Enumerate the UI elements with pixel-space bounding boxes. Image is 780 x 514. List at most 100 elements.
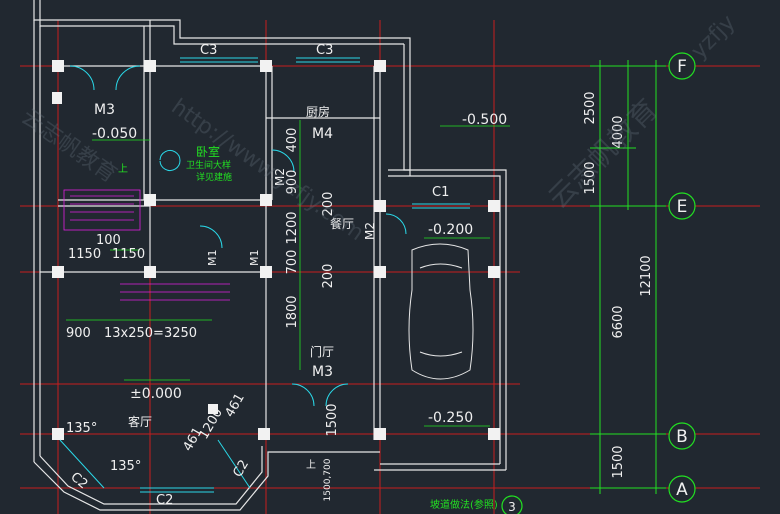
dim-1150-b: 1150 (112, 247, 145, 262)
axis-label-A: A (676, 480, 688, 500)
column (374, 428, 386, 440)
stair-up-1: 上 (118, 163, 128, 175)
dim-100: 100 (96, 233, 121, 248)
dim-1500-inner: 1500 (325, 403, 340, 436)
axis-label-3: 3 (508, 500, 516, 514)
room-kitchen: 厨房 (306, 104, 330, 119)
wall-right-upper (403, 44, 410, 171)
axis-bubble-3 (501, 495, 523, 514)
column (374, 266, 386, 278)
car-windshield (419, 263, 463, 269)
watermark-short: yzfjy (687, 10, 741, 64)
label-c2-bottom: C2 (156, 493, 173, 508)
axis-label-B: B (676, 427, 688, 447)
column (488, 200, 500, 212)
door-labels: M3 M4 M2 M2 M1 M1 M3 (94, 102, 377, 380)
car-body (408, 243, 474, 380)
window-c2-right (217, 439, 251, 489)
level-1: -0.050 (92, 126, 137, 142)
dim-texts-right: 2500 4000 1500 12100 6600 1500 (583, 91, 654, 478)
walls (33, 0, 507, 511)
label-m1-b: M1 (248, 250, 261, 267)
dim-1800: 1800 (285, 295, 300, 328)
label-m4: M4 (312, 126, 333, 142)
label-c3-right: C3 (316, 43, 333, 58)
angle-135-b: 135° (110, 459, 141, 474)
room-dining: 餐厅 (330, 216, 354, 231)
level-3: -0.200 (428, 222, 473, 238)
wall-garage-top (388, 175, 501, 200)
dim-1150-a: 1150 (68, 247, 101, 262)
label-c2-right: C2 (230, 457, 252, 480)
column (374, 200, 386, 212)
column (144, 194, 156, 206)
dim-6600: 6600 (611, 305, 626, 338)
wall-top-outer (33, 0, 411, 60)
dim-12100: 12100 (639, 255, 654, 296)
label-c2-left: C2 (67, 470, 90, 493)
column (258, 428, 270, 440)
column (144, 266, 156, 278)
door-arc-m1 (199, 225, 223, 249)
dim-1200-b: 1200 (196, 406, 226, 442)
axis-bubble-F (668, 52, 696, 80)
dim-200-a: 200 (321, 192, 336, 217)
wall-bottom-outer (33, 451, 380, 511)
door-arc-m2 (271, 149, 295, 173)
car-rear (419, 351, 463, 357)
room-bedroom-note2: 详见建施 (196, 171, 232, 183)
column (52, 266, 64, 278)
watermark-brand: 云志帆教育 (542, 93, 664, 215)
column (260, 194, 272, 206)
wall-top-inner (39, 0, 404, 45)
dim-1500-a: 1500 (583, 161, 598, 194)
axis-bubble-E (668, 192, 696, 220)
dim-900: 900 (285, 170, 300, 195)
dim-900-b: 900 (66, 326, 91, 341)
column (52, 60, 64, 72)
columns (52, 60, 500, 440)
column (52, 92, 62, 104)
level-5: -0.250 (428, 410, 473, 426)
stair-up-2: 上 (306, 459, 316, 471)
column (52, 428, 64, 440)
dim-700: 700 (285, 250, 300, 275)
room-bedroom: 卧室 (196, 144, 220, 159)
ramp-note: 坡道做法(参照) (430, 498, 498, 511)
column (374, 60, 386, 72)
axis-labels: F E B A 3 (508, 57, 688, 514)
dim-461-b: 461 (222, 391, 247, 420)
label-m3-top: M3 (94, 102, 115, 118)
doors (69, 65, 407, 407)
angle-135-a: 135° (66, 421, 97, 436)
stairs (63, 189, 230, 301)
label-c1: C1 (432, 185, 449, 200)
level-marks: -0.050 -0.500 -0.200 ±0.000 -0.250 (92, 112, 507, 426)
windows (59, 57, 470, 493)
door-arc-m3-top-right (115, 65, 141, 91)
room-bedroom-note: 卫生间大样 (186, 159, 231, 171)
dim-lines-right (590, 60, 666, 494)
level-4: ±0.000 (130, 386, 182, 402)
label-m3-bottom: M3 (312, 364, 333, 380)
column (488, 428, 500, 440)
dim-stairs: 13x250=3250 (104, 326, 197, 341)
door-arc-m3-top-left (69, 65, 95, 91)
room-labels: 厨房 餐厅 门厅 客厅 卧室 卫生间大样 详见建施 (128, 104, 354, 429)
label-c3-left: C3 (200, 43, 217, 58)
wall-garage-outer (388, 169, 507, 470)
dim-lines-inner (66, 120, 510, 427)
stair-block-upper (63, 189, 141, 231)
axis-bubbles (501, 52, 696, 514)
door-arc-m2b (385, 213, 407, 235)
column (208, 404, 218, 414)
column (488, 266, 500, 278)
axis-label-F: F (677, 57, 687, 77)
window-c2-left (59, 439, 105, 489)
label-m1-a: M1 (206, 250, 219, 267)
dim-200-b: 200 (321, 264, 336, 289)
room-foyer: 门厅 (310, 344, 334, 359)
dim-1200: 1200 (285, 211, 300, 244)
car-outline (408, 243, 474, 380)
